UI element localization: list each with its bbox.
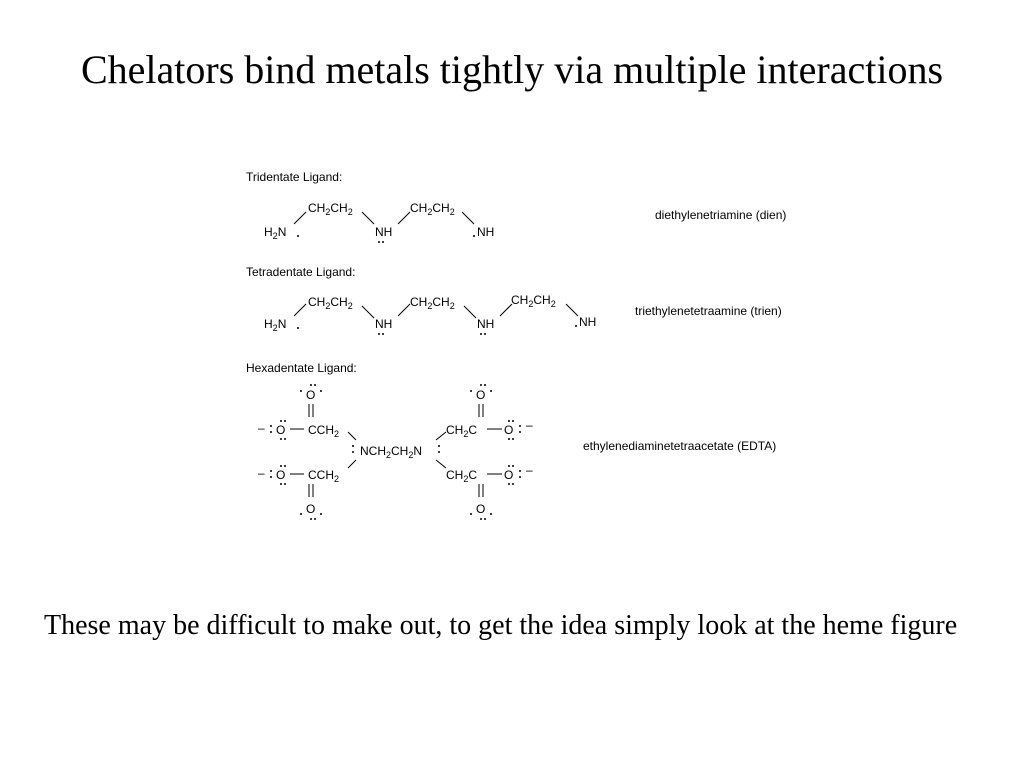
svg-text:CCH2: CCH2 bbox=[308, 468, 339, 484]
svg-text:CH2CH2: CH2CH2 bbox=[308, 295, 353, 311]
svg-text:–: – bbox=[258, 466, 265, 480]
slide-title: Chelators bind metals tightly via multip… bbox=[80, 47, 944, 92]
svg-text:NH: NH bbox=[579, 315, 596, 329]
trien-name: triethylenetetraamine (trien) bbox=[635, 304, 782, 318]
svg-text:NH: NH bbox=[375, 225, 392, 239]
svg-text:–: – bbox=[526, 463, 533, 477]
svg-text:H2N: H2N bbox=[264, 317, 286, 333]
caption-text: These may be difficult to make out, to g… bbox=[44, 610, 958, 641]
dien-name: diethylenetriamine (dien) bbox=[655, 208, 786, 222]
svg-text:–: – bbox=[526, 418, 533, 432]
svg-text:NCH2CH2N: NCH2CH2N bbox=[360, 444, 422, 460]
svg-text:CH2C: CH2C bbox=[446, 423, 477, 439]
svg-text:H2N: H2N bbox=[264, 225, 286, 241]
tetradentate-heading: Tetradentate Ligand: bbox=[246, 265, 355, 279]
tridentate-heading: Tridentate Ligand: bbox=[246, 170, 342, 184]
svg-text:–: – bbox=[258, 421, 265, 435]
dien-structure: H2N CH2CH2 NH CH2CH2 NH bbox=[264, 201, 494, 243]
svg-text:O: O bbox=[276, 423, 285, 437]
svg-text:O: O bbox=[504, 423, 513, 437]
svg-text:CH2C: CH2C bbox=[446, 468, 477, 484]
hexadentate-heading: Hexadentate Ligand: bbox=[246, 361, 357, 375]
svg-text:CH2CH2: CH2CH2 bbox=[410, 295, 455, 311]
trien-structure: H2N CH2CH2 NH CH2CH2 NH CH2CH2 NH bbox=[264, 293, 596, 335]
svg-text:CH2CH2: CH2CH2 bbox=[308, 201, 353, 217]
svg-text:NH: NH bbox=[375, 317, 392, 331]
svg-text:O: O bbox=[306, 502, 315, 516]
svg-text:O: O bbox=[306, 388, 315, 402]
svg-text:O: O bbox=[476, 502, 485, 516]
svg-text:CH2CH2: CH2CH2 bbox=[511, 293, 556, 309]
svg-text:NH: NH bbox=[477, 225, 494, 239]
svg-text:O: O bbox=[504, 468, 513, 482]
svg-text:NH: NH bbox=[477, 317, 494, 331]
svg-text:O: O bbox=[476, 388, 485, 402]
chelator-structures-figure: Tridentate Ligand: H2N CH2CH2 NH CH2CH2 … bbox=[240, 160, 820, 530]
svg-text:O: O bbox=[276, 468, 285, 482]
edta-structure: O – O CCH2 – O CCH2 O bbox=[258, 384, 533, 520]
svg-text:CCH2: CCH2 bbox=[308, 423, 339, 439]
edta-name: ethylenediaminetetraacetate (EDTA) bbox=[583, 439, 776, 453]
chelator-structures-svg: Tridentate Ligand: H2N CH2CH2 NH CH2CH2 … bbox=[246, 170, 786, 520]
svg-text:CH2CH2: CH2CH2 bbox=[410, 201, 455, 217]
